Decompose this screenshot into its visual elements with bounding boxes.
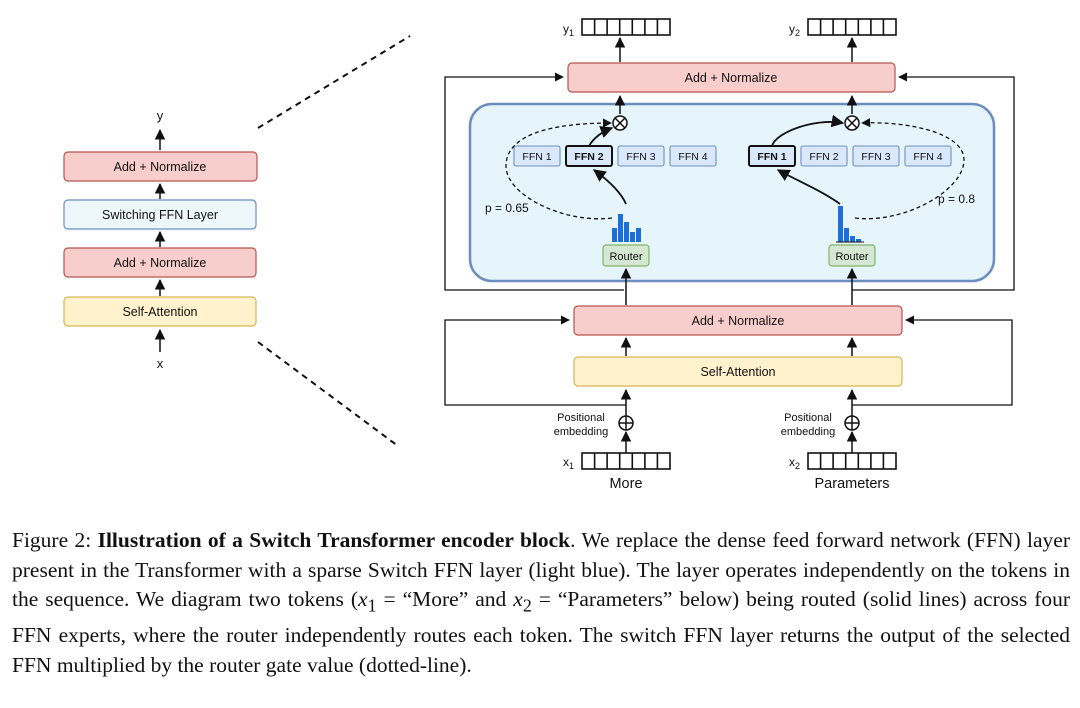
left-add-normalize-bottom-label: Add + Normalize xyxy=(114,256,207,270)
right-add-normalize-top xyxy=(567,62,896,93)
token1-output-vector xyxy=(581,18,671,36)
token2-ffn-4 xyxy=(904,145,952,167)
token2-ffn-3-label: FFN 3 xyxy=(861,151,890,163)
token1-gate-dotted-line xyxy=(505,118,613,220)
token2-router xyxy=(828,244,876,267)
token1-ffn-1-label: FFN 1 xyxy=(522,151,551,163)
token2-experts: FFN 1 FFN 2 FFN 3 FFN 4 xyxy=(748,145,952,167)
token1-ffn-2-label: FFN 2 xyxy=(574,151,603,163)
token2-ffn-2 xyxy=(800,145,848,167)
residual-bottom-left xyxy=(444,315,626,406)
caption-x2-sub: 2 xyxy=(522,595,532,616)
token2-ffn-2-label: FFN 2 xyxy=(809,151,838,163)
token1-input-vector xyxy=(581,452,671,470)
left-encoder-stack: y Add + Normalize Switching FFN Layer Ad… xyxy=(63,108,258,371)
token2-ffn-4-label: FFN 4 xyxy=(913,151,942,163)
token1-router-to-ffn xyxy=(592,169,627,205)
token1-input-label: x1 xyxy=(563,455,574,471)
token1-ffn-1 xyxy=(513,145,561,167)
switching-ffn-layer xyxy=(468,102,996,283)
switch-transformer-diagram: y Add + Normalize Switching FFN Layer Ad… xyxy=(63,18,1015,492)
left-self-attention xyxy=(63,296,257,327)
right-self-attention xyxy=(573,356,903,387)
token2-positional-line1: Positional xyxy=(784,412,832,424)
token2-input-vector xyxy=(807,452,897,470)
token2-positional-line2: embedding xyxy=(781,426,835,438)
right-add-normalize-bottom xyxy=(573,305,903,336)
token2-add-positional-node xyxy=(844,415,860,431)
caption-eq1: = “More” and xyxy=(376,587,514,612)
token1-word: More xyxy=(609,476,642,492)
caption-x1: x xyxy=(358,587,368,612)
token1-ffn-3-label: FFN 3 xyxy=(626,151,655,163)
token1-positional-line2: embedding xyxy=(554,426,608,438)
token2-input-label: x2 xyxy=(789,455,800,471)
right-add-normalize-bottom-label: Add + Normalize xyxy=(692,314,785,328)
token1-ffn-4 xyxy=(669,145,717,167)
zoom-line-top xyxy=(257,35,411,129)
left-add-normalize-bottom xyxy=(63,247,257,278)
token2-ffn-1-label: FFN 1 xyxy=(757,151,786,163)
token2-router-label: Router xyxy=(835,251,868,263)
token2-word: Parameters xyxy=(815,476,890,492)
residual-top-right xyxy=(852,72,1015,291)
right-add-normalize-top-label: Add + Normalize xyxy=(685,71,778,85)
left-self-attention-label: Self-Attention xyxy=(122,305,197,319)
token2-router-to-ffn xyxy=(776,169,841,205)
left-add-normalize-top xyxy=(63,151,258,182)
left-switching-ffn-layer xyxy=(63,199,257,230)
figure-caption: Figure 2: Illustration of a Switch Trans… xyxy=(12,526,1070,680)
left-add-normalize-top-label: Add + Normalize xyxy=(114,160,207,174)
left-input-label: x xyxy=(157,356,164,371)
token2-gate-dotted-line xyxy=(854,118,965,220)
token1-experts: FFN 1 FFN 2 FFN 3 FFN 4 xyxy=(513,145,717,167)
token1-positional-line1: Positional xyxy=(557,412,605,424)
right-self-attention-label: Self-Attention xyxy=(700,365,775,379)
token2-prob-label: p = 0.8 xyxy=(938,192,975,206)
token1-ffn-3 xyxy=(617,145,665,167)
caption-figure-label: Figure 2: xyxy=(12,528,92,552)
token2-output-vector xyxy=(807,18,897,36)
token2-output-label: y2 xyxy=(789,22,800,38)
zoom-line-bottom xyxy=(257,341,399,447)
token1-prob-label: p = 0.65 xyxy=(485,201,529,215)
token1-ffn-4-label: FFN 4 xyxy=(678,151,707,163)
token2-ffn-3 xyxy=(852,145,900,167)
residual-bottom-right xyxy=(852,315,1013,406)
token1-router xyxy=(602,244,650,267)
caption-eq2: = “Parameters” below) being routed (soli… xyxy=(12,587,1071,677)
token1-add-positional-node xyxy=(618,415,634,431)
left-switching-ffn-label: Switching FFN Layer xyxy=(102,208,218,222)
token1-output-label: y1 xyxy=(563,22,574,38)
token1-ffn-to-multiply xyxy=(588,126,614,147)
token1-router-histogram xyxy=(612,214,641,242)
right-encoder-block: y1 y2 Add + Normalize xyxy=(444,18,1015,492)
token2-ffn-to-multiply xyxy=(771,114,845,147)
caption-x1-sub: 1 xyxy=(367,595,377,616)
caption-bold-title: Illustration of a Switch Transformer enc… xyxy=(97,528,571,552)
token2-router-histogram xyxy=(836,206,864,243)
caption-x2: x xyxy=(513,587,523,612)
token2-multiply-node xyxy=(844,115,860,131)
token1-router-label: Router xyxy=(609,251,642,263)
token1-multiply-node xyxy=(612,115,628,131)
residual-top-left xyxy=(444,72,624,291)
caption-part1: . We replace the dense feed forward netw… xyxy=(12,528,1070,612)
left-output-label: y xyxy=(157,108,164,123)
